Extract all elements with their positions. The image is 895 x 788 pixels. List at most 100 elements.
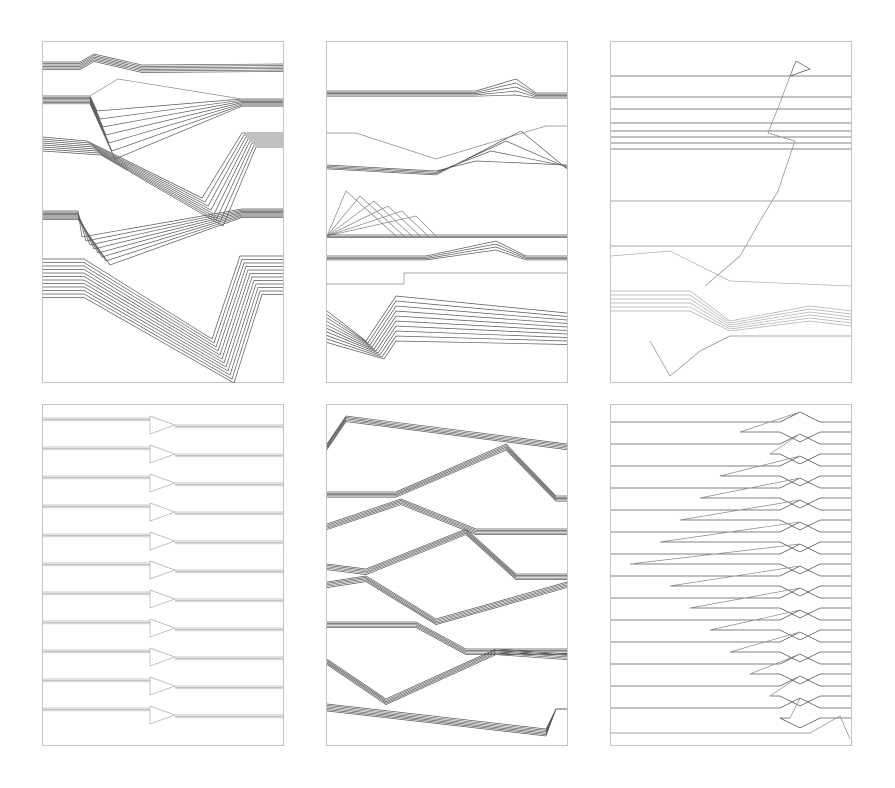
- band-line: [326, 160, 568, 172]
- weave-line: [327, 443, 567, 497]
- triangle-mark: [149, 502, 177, 522]
- crack-line: [611, 290, 852, 322]
- crack-line: [611, 302, 852, 328]
- weave-line: [326, 421, 568, 450]
- band-line: [327, 78, 567, 94]
- fold-line: [43, 99, 283, 136]
- fold-line: [42, 146, 283, 227]
- fold-line: [43, 276, 283, 364]
- panel-diagonal-weave: [326, 404, 568, 746]
- fold-line: [43, 294, 283, 383]
- weave-line: [326, 418, 568, 448]
- diamond-line: [740, 431, 851, 443]
- panel-3-drawing: [610, 41, 852, 383]
- weave-line: [326, 500, 567, 531]
- band-line: [326, 130, 568, 176]
- fold-line: [43, 211, 283, 246]
- triangle-mark: [149, 705, 177, 725]
- band-line: [326, 315, 568, 350]
- fold-line: [43, 95, 283, 112]
- crack-line: [649, 335, 851, 377]
- fold-line: [43, 96, 283, 120]
- weave-line: [327, 445, 567, 498]
- weave-line: [326, 529, 567, 576]
- triangle-mark: [149, 531, 177, 551]
- diamond-line: [689, 587, 801, 609]
- crack-line: [789, 60, 811, 77]
- weave-line: [326, 528, 567, 575]
- weave-line: [326, 531, 567, 578]
- fold-line: [43, 61, 284, 73]
- diamond-line: [770, 695, 851, 707]
- weave-line: [326, 504, 567, 535]
- weave-line: [327, 621, 567, 650]
- panel-fan-bands: [326, 41, 568, 383]
- band-line: [326, 305, 568, 346]
- fold-line: [42, 138, 283, 211]
- fold-line: [43, 259, 283, 344]
- diamond-line: [630, 563, 851, 575]
- fold-line: [42, 144, 283, 223]
- fold-line: [89, 78, 243, 100]
- weave-line: [326, 577, 568, 621]
- fold-line: [43, 53, 284, 66]
- diamond-line: [789, 697, 801, 719]
- fold-line: [43, 214, 283, 258]
- fold-line: [43, 213, 283, 254]
- diamond-line: [700, 497, 851, 509]
- panel-1-drawing: [42, 41, 284, 383]
- fold-line: [43, 266, 283, 352]
- crack-line: [704, 75, 796, 287]
- band-line: [327, 82, 567, 95]
- triangle-mark: [149, 647, 177, 667]
- weave-line: [326, 575, 568, 620]
- band-line: [326, 195, 405, 237]
- fold-line: [43, 215, 283, 262]
- fold-line: [43, 217, 283, 266]
- crack-line: [611, 310, 852, 332]
- band-line: [327, 246, 567, 259]
- weave-line: [326, 502, 567, 534]
- fold-line: [43, 208, 283, 238]
- diamond-line: [679, 499, 801, 521]
- fold-line: [43, 290, 283, 380]
- band-line: [326, 205, 421, 237]
- fold-line: [43, 102, 283, 152]
- fold-line: [43, 98, 283, 128]
- weave-line: [326, 419, 568, 449]
- weave-line: [326, 648, 568, 700]
- fold-line: [42, 132, 283, 199]
- fold-line: [43, 287, 283, 376]
- panel-4-drawing: [42, 404, 284, 746]
- band-line: [326, 330, 568, 356]
- diamond-line: [779, 717, 851, 729]
- band-line: [326, 310, 568, 348]
- triangle-mark: [149, 676, 177, 696]
- band-line: [326, 300, 568, 344]
- band-line: [326, 140, 568, 174]
- fold-line: [43, 59, 284, 72]
- panel-crack-lines: [610, 41, 852, 383]
- band-line: [326, 320, 568, 352]
- diamond-line: [769, 675, 801, 697]
- weave-line: [326, 578, 568, 623]
- weave-line: [326, 498, 567, 530]
- fold-line: [43, 283, 283, 372]
- fold-line: [42, 136, 283, 207]
- diamond-line: [699, 477, 801, 499]
- band-line: [327, 86, 567, 96]
- weave-line: [326, 532, 567, 579]
- fold-line: [43, 262, 283, 348]
- triangle-mark: [149, 473, 177, 493]
- panel-6-drawing: [610, 404, 852, 746]
- weave-line: [327, 449, 567, 502]
- band-line: [326, 200, 413, 237]
- weave-line: [326, 581, 568, 625]
- weave-line: [326, 654, 568, 705]
- weave-line: [326, 708, 567, 737]
- weave-line: [326, 534, 567, 580]
- panel-6-frame: [610, 404, 852, 746]
- panel-5-frame: [326, 404, 568, 746]
- diamond-line: [750, 673, 851, 685]
